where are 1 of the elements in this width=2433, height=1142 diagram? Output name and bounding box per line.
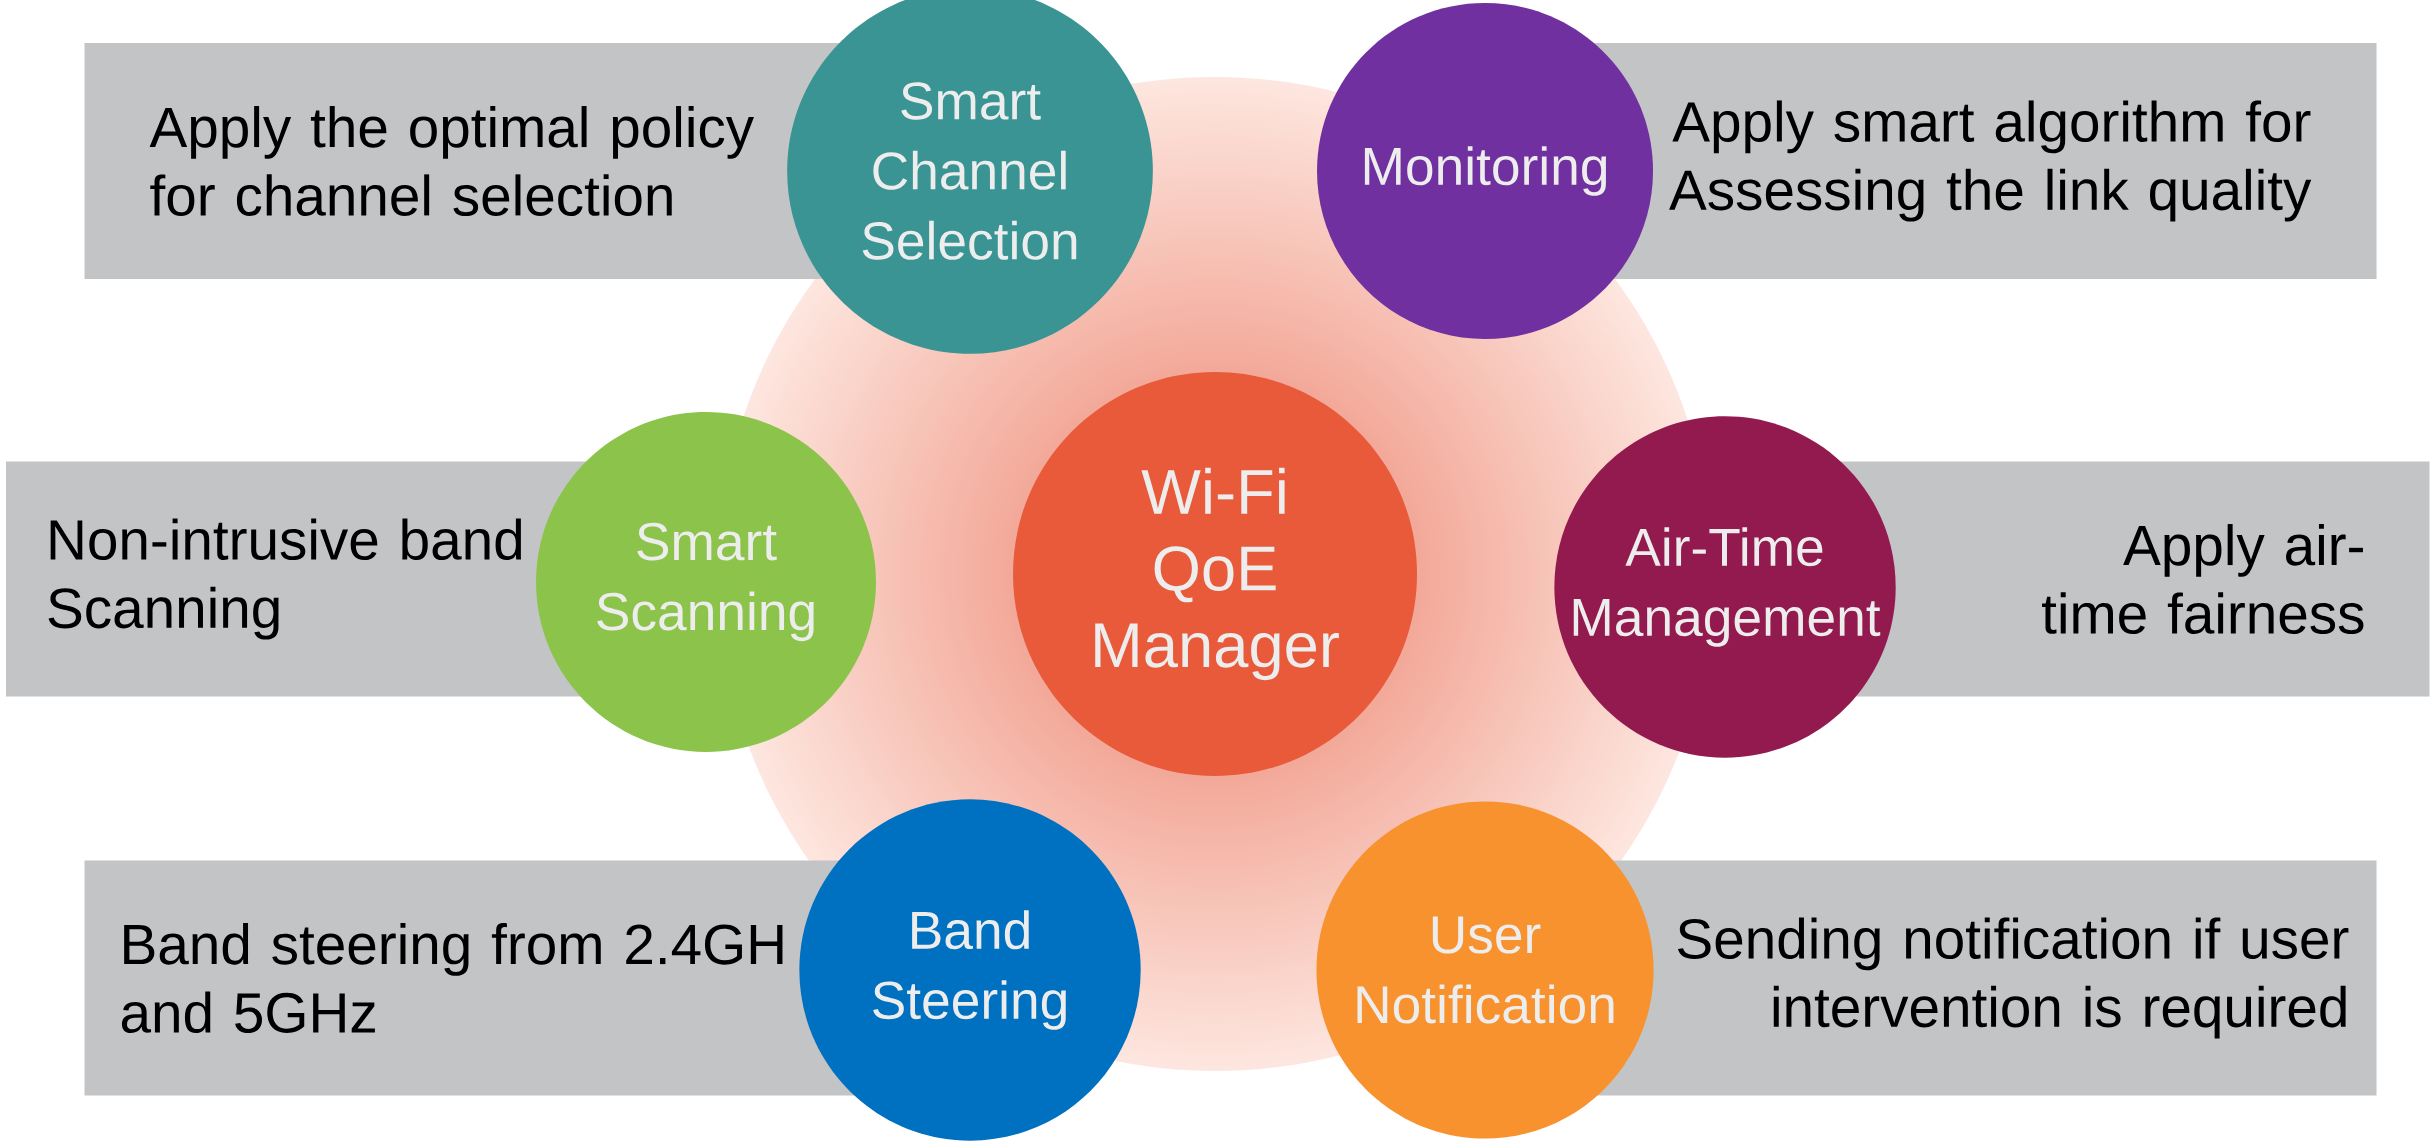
text-box: Band steering from 2.4GH and 5GHz xyxy=(84,860,870,1096)
